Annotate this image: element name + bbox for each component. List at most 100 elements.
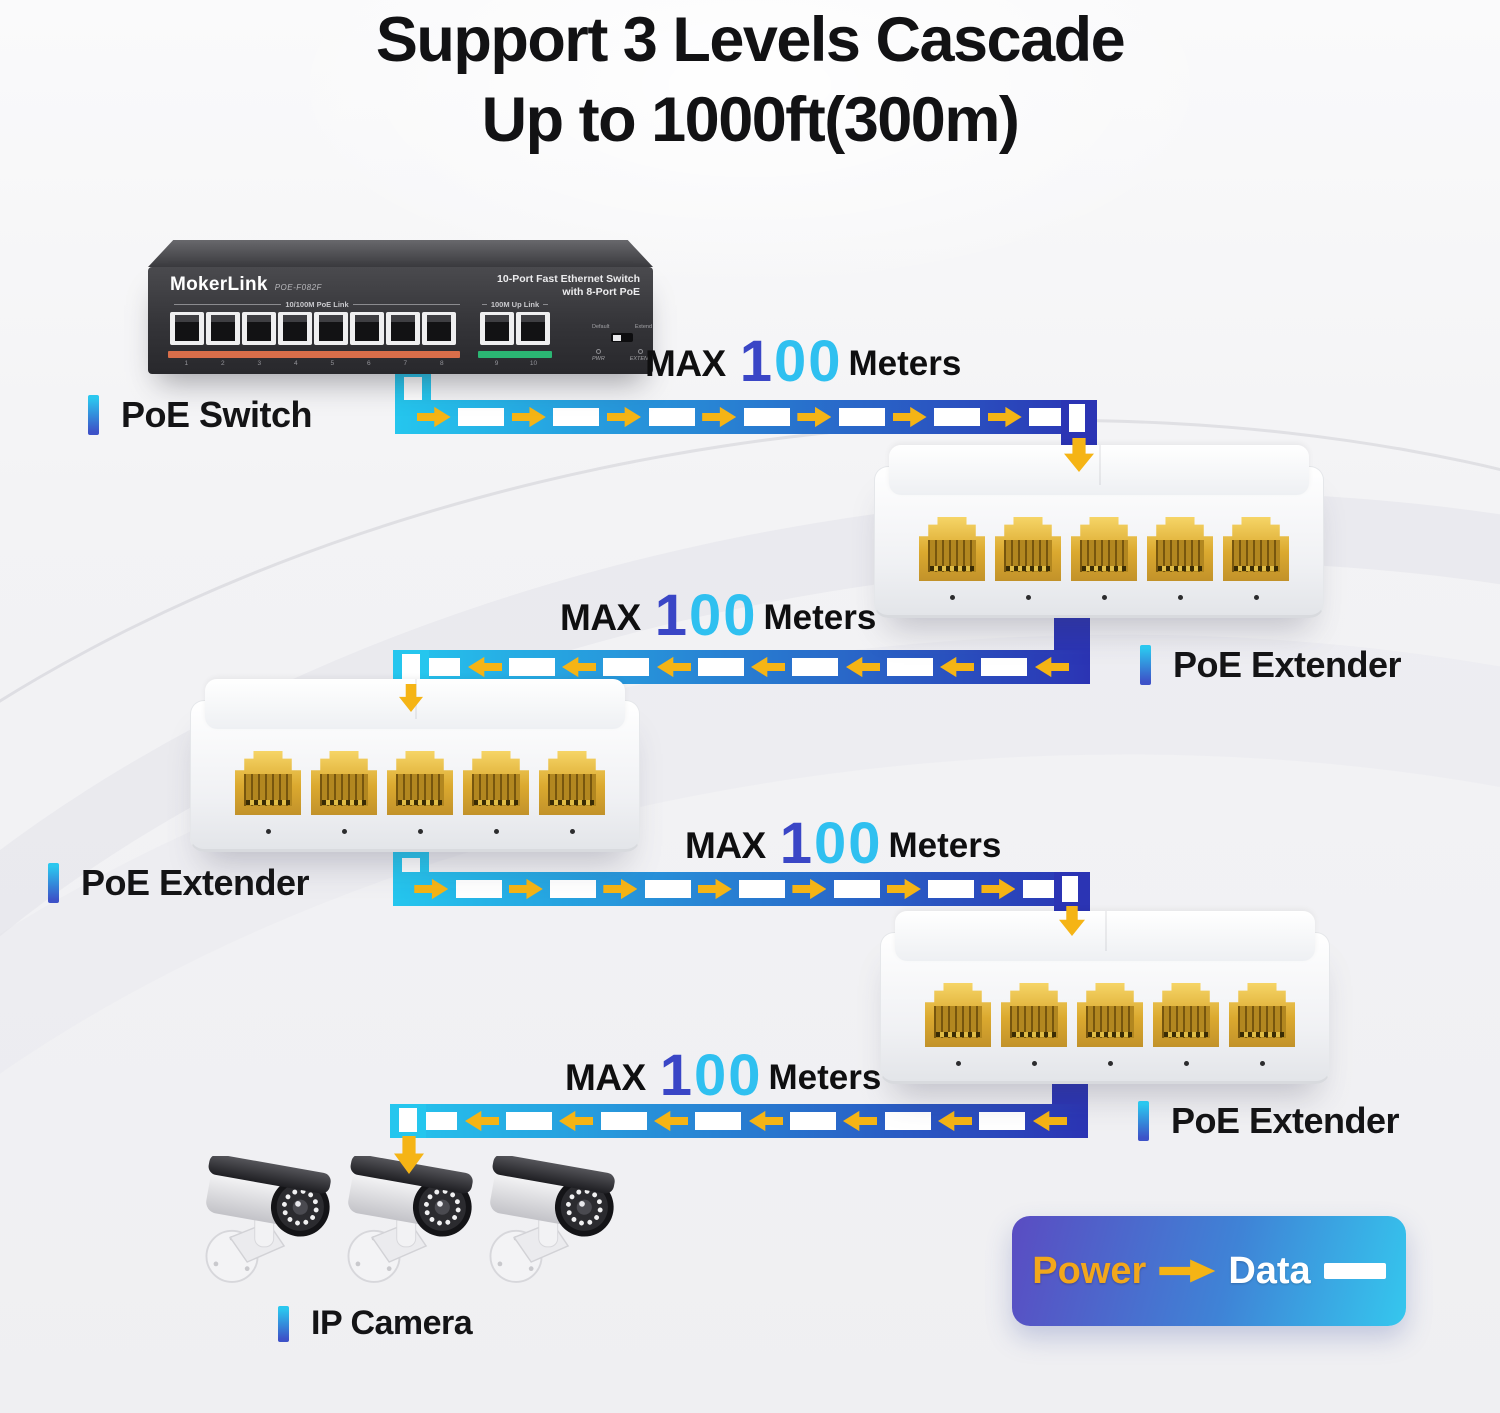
rj45-ports <box>925 983 1295 1047</box>
switch-description: 10-Port Fast Ethernet Switch with 8-Port… <box>497 273 640 299</box>
poe-extender-device <box>190 679 640 852</box>
rj45-port <box>539 751 605 815</box>
power-arrow-icon <box>792 878 827 900</box>
switch-poe-ports <box>170 312 456 345</box>
uplink-ports-strip <box>478 351 552 358</box>
data-dash-icon <box>695 1112 742 1130</box>
ethernet-cable <box>393 650 1090 684</box>
power-arrow-icon <box>940 656 974 678</box>
cable-leg <box>395 372 431 421</box>
data-dash-icon <box>399 1108 417 1132</box>
camera-mount <box>347 1212 428 1283</box>
power-arrow-icon <box>751 656 785 678</box>
rj45-port <box>995 517 1061 581</box>
page-title-line2: Up to 1000ft(300m) <box>481 85 1020 155</box>
data-dash-icon <box>455 880 502 898</box>
data-dash-icon <box>886 658 933 676</box>
camera-body <box>206 1156 331 1237</box>
ip-camera-label: IP Camera <box>278 1304 473 1343</box>
data-dash-icon <box>789 1112 836 1130</box>
switch-description-line2: with 8-Port PoE <box>562 286 640 299</box>
rj45-port <box>278 312 312 345</box>
data-dash-icon <box>743 408 790 426</box>
rj45-port <box>1071 517 1137 581</box>
legend-data-label: Data <box>1228 1249 1311 1292</box>
power-arrow-icon <box>416 406 451 428</box>
power-arrow-icon <box>702 406 737 428</box>
legend-power-label: Power <box>1032 1249 1147 1292</box>
power-arrow-icon <box>465 1110 499 1132</box>
switch-top-face <box>148 240 653 267</box>
data-dash-icon <box>979 1112 1026 1130</box>
power-arrow-icon <box>797 406 832 428</box>
power-arrow-icon <box>846 656 880 678</box>
power-arrow-icon <box>1033 1110 1067 1132</box>
distance-label-3: MAX 100 Meters <box>685 811 1002 876</box>
port-leds <box>919 595 1289 600</box>
mode-default-label: Default <box>592 324 610 330</box>
rj45-port <box>480 312 514 345</box>
camera-hood <box>350 1156 473 1194</box>
rj45-port <box>1223 517 1289 581</box>
rj45-port <box>242 312 276 345</box>
rj45-port <box>314 312 348 345</box>
cable-leg <box>390 1104 426 1138</box>
power-arrow-icon <box>657 656 691 678</box>
led-bulb-icon <box>638 349 644 354</box>
data-dash-icon <box>838 408 885 426</box>
data-dash-icon <box>600 1112 647 1130</box>
power-arrow-icon <box>697 878 732 900</box>
power-arrow-icon <box>1159 1259 1216 1283</box>
poe-extender-label-3: PoE Extender <box>1138 1100 1400 1142</box>
accent-bar-icon <box>88 395 99 435</box>
switch-model: POE-F082F <box>274 283 322 292</box>
data-dash-icon <box>792 658 839 676</box>
data-dash-icon <box>697 658 744 676</box>
data-dash-icon <box>402 654 420 680</box>
mode-switch: Default Extend <box>592 324 652 342</box>
power-arrow-icon <box>749 1110 783 1132</box>
data-dash-icon <box>934 408 981 426</box>
power-arrow-icon <box>414 878 449 900</box>
rj45-port <box>925 983 991 1047</box>
poe-switch-label: PoE Switch <box>88 394 313 436</box>
power-arrow-icon <box>938 1110 972 1132</box>
rj45-port <box>206 312 240 345</box>
data-dash-icon <box>553 408 600 426</box>
rj45-ports <box>235 751 605 815</box>
rj45-port <box>1147 517 1213 581</box>
data-dash-icon <box>644 880 691 898</box>
power-arrow-icon <box>559 1110 593 1132</box>
data-dash-icon <box>928 880 975 898</box>
rj45-port <box>387 751 453 815</box>
data-dash-icon <box>458 408 505 426</box>
rj45-port <box>1229 983 1295 1047</box>
poe-extender-device <box>874 445 1324 618</box>
rj45-port <box>422 312 456 345</box>
rj45-port <box>386 312 420 345</box>
switch-description-line1: 10-Port Fast Ethernet Switch <box>497 273 640 285</box>
rj45-port <box>350 312 384 345</box>
rj45-port <box>235 751 301 815</box>
data-dash-icon <box>603 658 650 676</box>
power-arrow-icon <box>603 878 638 900</box>
rj45-port <box>1153 983 1219 1047</box>
data-dash-icon <box>739 880 786 898</box>
power-arrow-icon <box>511 406 546 428</box>
power-arrow-icon <box>1035 656 1069 678</box>
camera-hood <box>492 1156 615 1194</box>
rj45-port <box>516 312 550 345</box>
rj45-port <box>919 517 985 581</box>
port-leds <box>235 829 605 834</box>
camera-mount <box>489 1212 570 1283</box>
accent-bar-icon <box>1138 1101 1149 1141</box>
power-arrow-icon <box>843 1110 877 1132</box>
accent-bar-icon <box>1140 645 1151 685</box>
data-dash-icon <box>550 880 597 898</box>
camera-hood <box>208 1156 331 1194</box>
port-leds <box>925 1061 1295 1066</box>
